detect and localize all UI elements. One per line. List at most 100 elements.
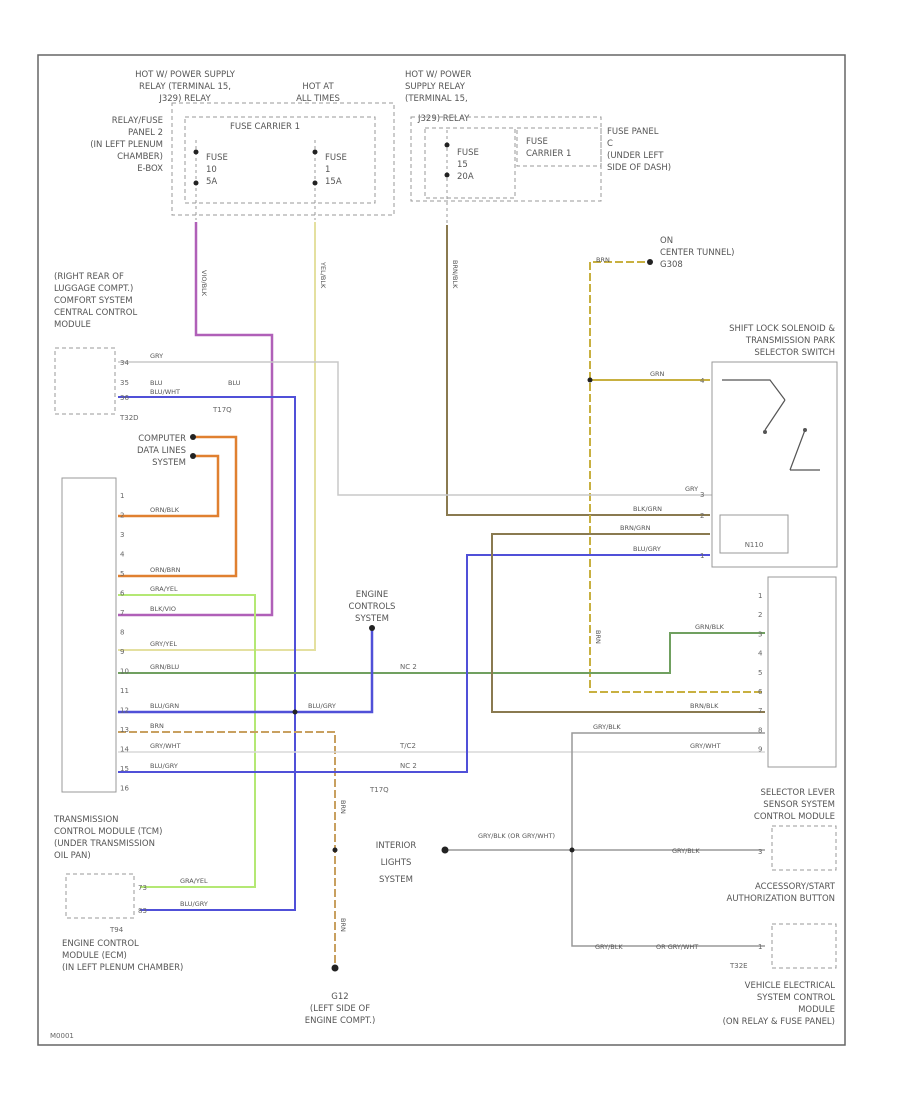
fuse-c-line2: 15 xyxy=(457,160,468,170)
wire-label-blk-grn: BLK/GRN xyxy=(633,505,662,513)
fuse-c: FUSE 15 20A xyxy=(444,130,479,225)
ground-center-line1: ON xyxy=(660,236,673,246)
hot-all-times-label: HOT AT ALL TIMES xyxy=(296,82,340,104)
selector-sensor-box xyxy=(771,825,837,871)
wire-lime xyxy=(118,594,256,888)
connector-nc-c: T/C2 xyxy=(399,742,416,750)
vehicle-electrical-line4: (ON RELAY & FUSE PANEL) xyxy=(723,1017,835,1027)
tcm-pin: 3 xyxy=(120,531,124,539)
wire-label-blu-grn: BLU/GRN xyxy=(150,702,179,710)
tcm-pin: 10 xyxy=(120,668,129,676)
wire-label-gry-blk-d: GRY/BLK xyxy=(672,847,700,855)
accessory-start-label: ACCESSORY/START AUTHORIZATION BUTTON xyxy=(727,882,836,904)
tcm-box xyxy=(61,477,117,793)
tcm-pin: 15 xyxy=(120,765,129,773)
interior-lights-line3: SYSTEM xyxy=(379,875,413,885)
ecm-line2: MODULE (ECM) xyxy=(62,951,127,961)
engine-controls-label: ENGINE CONTROLS SYSTEM xyxy=(349,590,396,624)
shift-lock-pin-3: 3 xyxy=(700,491,704,499)
comfort-line1: (RIGHT REAR OF xyxy=(54,272,124,282)
connector-t32d: T32D xyxy=(119,414,139,422)
ecm-label: ENGINE CONTROL MODULE (ECM) (IN LEFT PLE… xyxy=(62,939,183,973)
tcm-pin: 16 xyxy=(120,785,129,793)
wire-label-grn-blk: GRN/BLK xyxy=(695,623,725,631)
relay-fuse-panel-line5: E-BOX xyxy=(137,164,163,174)
wire-label-brn: BRN xyxy=(596,256,610,264)
fuse-panel-c-label: FUSE PANEL C (UNDER LEFT SIDE OF DASH) xyxy=(607,127,671,173)
hot-relay-a-line2: RELAY (TERMINAL 15, xyxy=(139,82,231,92)
tcm-line4: OIL PAN) xyxy=(54,851,91,861)
selector-sensor-line3: CONTROL MODULE xyxy=(754,812,835,822)
selector-sensor-label: SELECTOR LEVER SENSOR SYSTEM CONTROL MOD… xyxy=(754,788,835,822)
hot-relay-a-line1: HOT W/ POWER SUPPLY xyxy=(135,70,236,80)
shift-lock-pin-4: 4 xyxy=(700,377,705,385)
wire-label-blu-gry-d: BLU/GRY xyxy=(633,545,661,553)
footer-code: M0001 xyxy=(50,1032,74,1040)
wire-label-orn-brn: ORN/BRN xyxy=(150,566,181,574)
hot-relay-b-line1: HOT W/ POWER xyxy=(405,70,472,80)
tcm-pin: 6 xyxy=(120,590,125,598)
right-module-pin: 9 xyxy=(758,746,762,754)
tcm-pin: 2 xyxy=(120,512,124,520)
connector-t94: T94 xyxy=(109,926,124,934)
wire-brown-b xyxy=(491,533,765,713)
wire-label-gry-yel: GRY/YEL xyxy=(150,640,177,648)
tcm-pin: 14 xyxy=(120,746,129,754)
ground-engine-line1: G12 xyxy=(331,992,348,1002)
vehicle-electrical-pin: 1 xyxy=(758,943,762,951)
hot-relay-a-line3: J329) RELAY xyxy=(158,94,211,104)
wire-label-grn-b: BRN xyxy=(150,722,164,730)
hot-all-times-line1: HOT AT xyxy=(302,82,334,92)
wire-label-brn-grn: BRN/GRN xyxy=(620,524,651,532)
fuse-a-line1: FUSE xyxy=(206,153,228,163)
vehicle-electrical-line1: VEHICLE ELECTRICAL xyxy=(745,981,836,991)
tcm-pin: 4 xyxy=(120,551,125,559)
right-module-pin: 8 xyxy=(758,726,762,734)
fuse-carrier-b-line1: FUSE xyxy=(526,137,548,147)
wire-label-gry-blk-e: GRY/BLK xyxy=(595,943,623,951)
ground-engine-line2: (LEFT SIDE OF xyxy=(310,1004,370,1014)
hot-relay-b-line3: (TERMINAL 15, xyxy=(405,94,468,104)
hot-all-times-line2: ALL TIMES xyxy=(296,94,340,104)
connector-t17q-bottom: T17Q xyxy=(369,786,389,794)
ecm-pin-73: 73 xyxy=(138,884,147,892)
wire-blue-engine xyxy=(118,628,374,714)
ecm-box xyxy=(65,873,135,919)
fuse-carrier-a-label: FUSE CARRIER 1 xyxy=(230,122,300,132)
wire-label-gry-blk-b: GRY/BLK xyxy=(593,723,621,731)
relay-fuse-panel-line1: RELAY/FUSE xyxy=(112,116,163,126)
fuse-panel-c-line2: C xyxy=(607,139,613,149)
shift-lock-label: SHIFT LOCK SOLENOID & TRANSMISSION PARK … xyxy=(729,324,835,358)
hot-relay-b-line2: SUPPLY RELAY xyxy=(405,82,466,92)
fuse-carrier-a-outline xyxy=(184,116,376,204)
right-module-pin: 1 xyxy=(758,592,762,600)
right-module-pin: 7 xyxy=(758,707,762,715)
hot-relay-b-label: HOT W/ POWER SUPPLY RELAY (TERMINAL 15, … xyxy=(405,70,472,124)
shift-lock-pin-2: 2 xyxy=(700,512,704,520)
tcm-pin: 1 xyxy=(120,492,124,500)
shift-lock-switch xyxy=(722,379,820,471)
fuse-b-line3: 15A xyxy=(325,177,342,187)
computer-data-line1: COMPUTER xyxy=(138,434,186,444)
tcm-line1: TRANSMISSION xyxy=(53,815,119,825)
comfort-pin-35: 35 xyxy=(120,379,129,387)
tcm-pin: 9 xyxy=(120,648,124,656)
wire-label-brn-b: BRN xyxy=(594,630,602,644)
wire-label-gry-wht: GRY/WHT xyxy=(150,742,181,750)
wire-label-brn-blk-b: BRN/BLK xyxy=(690,702,719,710)
wire-yellowgreen xyxy=(589,261,765,693)
hot-relay-b-line4: J329) RELAY xyxy=(417,114,470,124)
fuse-panel-c-line1: FUSE PANEL xyxy=(607,127,659,137)
fuse-a: FUSE 10 5A xyxy=(193,140,228,220)
right-module-pin: 2 xyxy=(758,611,762,619)
wire-label-gry-blk-c: GRY/BLK (OR GRY/WHT) xyxy=(478,832,555,840)
wire-label-vio-blk: VIO/BLK xyxy=(200,270,208,297)
tcm-label: TRANSMISSION CONTROL MODULE (TCM) (UNDER… xyxy=(53,815,162,861)
fuse-carrier-b-outline xyxy=(516,127,602,167)
connector-nc-a: NC 2 xyxy=(400,663,417,671)
selector-sensor-pin: 3 xyxy=(758,848,762,856)
wire-label-yel-blk: YEL/BLK xyxy=(319,261,327,289)
top-left-hot-label: HOT W/ POWER SUPPLY RELAY (TERMINAL 15, … xyxy=(135,70,236,104)
